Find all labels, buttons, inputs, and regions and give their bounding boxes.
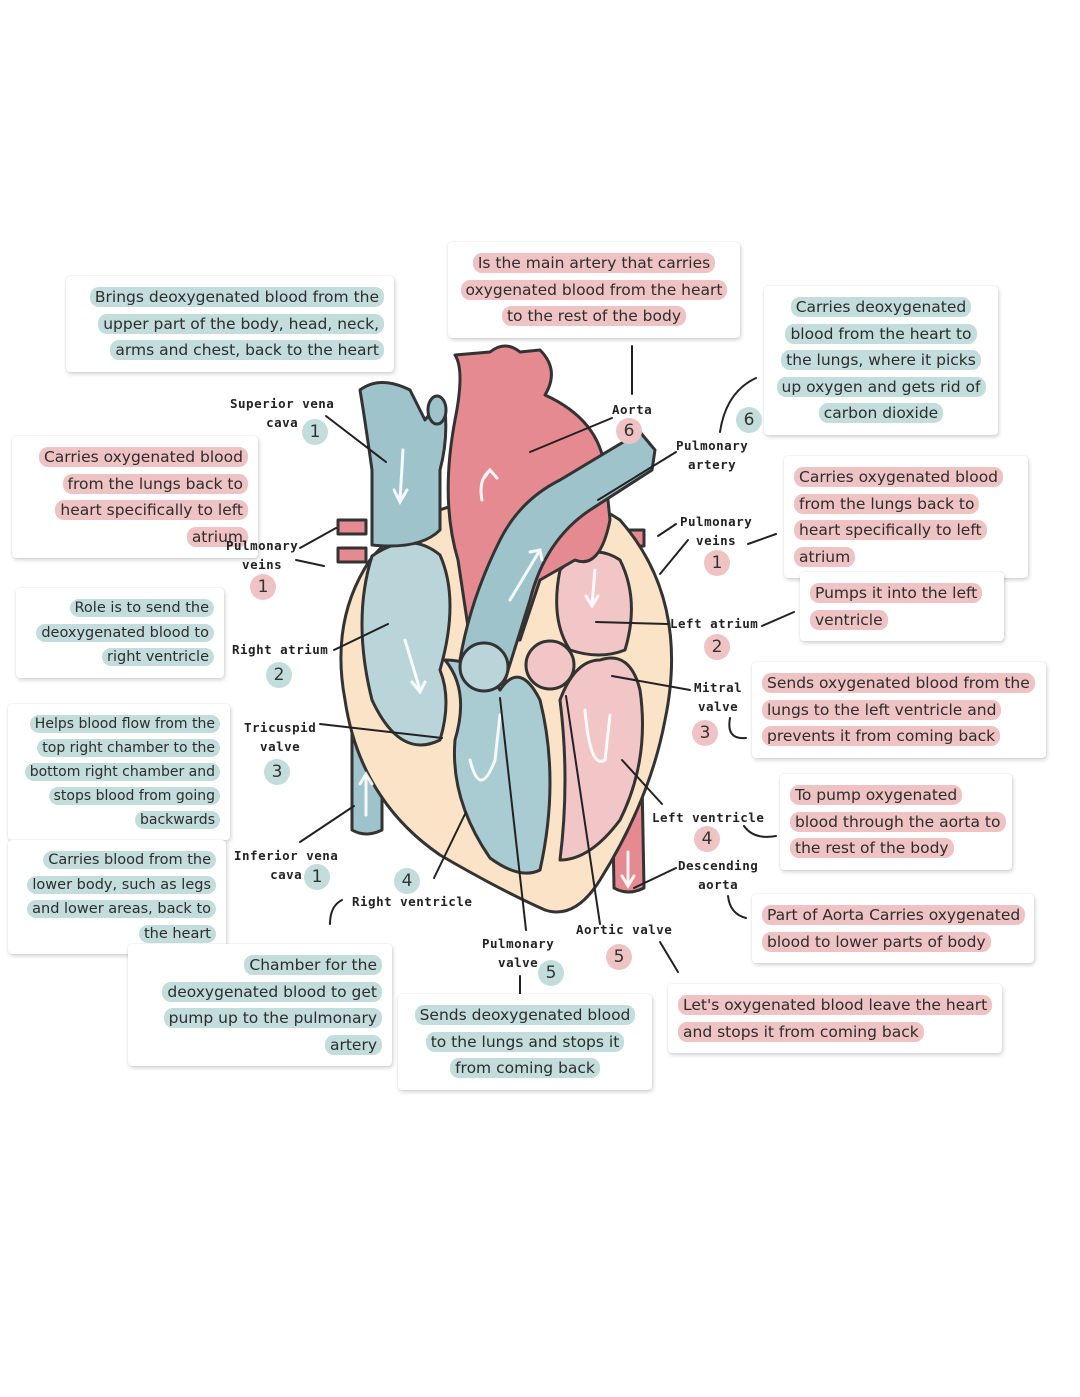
left-atrium-number: 2 (704, 634, 730, 660)
tricuspid-valve-number: 3 (264, 759, 290, 785)
tricuspid-valve-label: Tricuspid valve (244, 720, 317, 754)
leader-pvalve (499, 697, 527, 931)
aorta-note: Is the main artery that carries oxygenat… (448, 242, 740, 338)
leader-mitral-curve (728, 717, 747, 740)
right-ventricle-note: Chamber for the deoxygenated blood to ge… (128, 944, 392, 1066)
superior-vena-cava-label: Superior vena cava (230, 396, 335, 430)
leader-pv-right-c (747, 533, 777, 545)
pulmonary-artery-number: 6 (736, 407, 762, 433)
leader-mitral (611, 675, 691, 691)
right-atrium-number: 2 (266, 662, 292, 688)
aortic-valve-note: Let's oxygenated blood leave the heart a… (668, 984, 1002, 1053)
leader-aorta-2 (529, 417, 613, 453)
superior-vena-cava-note: Brings deoxygenated blood from the upper… (66, 276, 394, 372)
aortic-valve-label: Aortic valve (576, 922, 673, 937)
leader-pa-curve (719, 377, 757, 433)
flow-arrow-ra (403, 638, 427, 695)
flow-arrow-svc (392, 448, 409, 506)
leader-tricuspid (319, 723, 443, 739)
inferior-vena-cava-note: Carries blood from the lower body, such … (8, 840, 226, 954)
leader-pa (597, 451, 677, 501)
leader-lv-curve (743, 825, 777, 838)
leader-pv-left-a (299, 527, 337, 549)
superior-vena-cava-opening (426, 394, 448, 426)
left-atrium-note: Pumps it into the left ventricle (800, 572, 1004, 641)
inferior-vena-cava-label: Inferior vena cava (234, 848, 339, 882)
right-ventricle-label: Right ventricle (352, 894, 473, 909)
leader-la (595, 621, 669, 625)
pulmonary-veins-left-number: 1 (250, 574, 276, 600)
pulmonary-valve-label: Pulmonary valve (482, 936, 555, 970)
superior-vena-cava-number: 1 (302, 419, 328, 445)
pulmonary-vein-left-lower (336, 546, 368, 564)
descending-aorta-note: Part of Aorta Carries oxygenated blood t… (752, 894, 1034, 963)
mitral-valve-number: 3 (692, 720, 718, 746)
mitral-valve-note: Sends oxygenated blood from the lungs to… (752, 662, 1046, 758)
tricuspid-valve-note: Helps blood flow from the top right cham… (8, 704, 230, 840)
mitral-valve-label: Mitral valve (694, 680, 743, 714)
right-ventricle-number: 4 (394, 868, 420, 894)
flow-arrow-ivc (358, 771, 374, 817)
leader-pv-right-b (659, 539, 689, 575)
leader-pv-right-a (657, 523, 677, 537)
aortic-valve-shape (524, 639, 576, 691)
pulmonary-valve-note: Sends deoxygenated blood to the lungs an… (398, 994, 652, 1090)
leader-ra (333, 623, 389, 651)
flow-arrow-la (584, 568, 600, 609)
leader-desc-aorta-curve (727, 895, 747, 919)
pulmonary-vein-left-upper (336, 518, 368, 536)
flow-arrow-lv (583, 708, 612, 763)
pulmonary-valve-number: 5 (538, 960, 564, 986)
left-ventricle-label: Left ventricle (652, 810, 765, 825)
pulmonary-veins-right-note: Carries oxygenated blood from the lungs … (784, 456, 1028, 578)
inferior-vena-cava-number: 1 (304, 864, 330, 890)
flow-arrow-desc-aorta (620, 850, 636, 889)
pulmonary-veins-left-note: Carries oxygenated blood from the lungs … (12, 436, 258, 558)
leader-desc-aorta (633, 867, 677, 889)
flow-arrow-rv (468, 713, 502, 782)
leader-ivc (299, 805, 355, 843)
left-atrium-label: Left atrium (670, 616, 759, 631)
pulmonary-artery-label: Pulmonary artery (676, 438, 749, 472)
leader-rv-curve (329, 899, 343, 925)
leader-svc (325, 415, 387, 463)
pulmonary-veins-right-label: Pulmonary veins (680, 514, 753, 548)
flow-arrow-aorta (479, 467, 499, 502)
left-ventricle-number: 4 (694, 826, 720, 852)
pulmonary-veins-left-label: Pulmonary veins (226, 538, 299, 572)
pulmonary-valve-shape (458, 641, 510, 693)
aortic-valve-number: 5 (606, 944, 632, 970)
leader-rv (433, 811, 467, 879)
descending-aorta-label: Descending aorta (678, 858, 759, 892)
aorta-label: Aorta (612, 402, 653, 417)
right-atrium-label: Right atrium (232, 642, 329, 657)
flow-arrow-pa (508, 548, 544, 602)
pulmonary-veins-right-number: 1 (704, 550, 730, 576)
aorta-number: 6 (616, 418, 642, 444)
left-ventricle-chamber (558, 656, 644, 862)
leader-avalve-2 (659, 941, 679, 973)
pulmonary-artery-note: Carries deoxygenated blood from the hear… (764, 286, 998, 435)
leader-avalve (565, 695, 601, 925)
left-ventricle-note: To pump oxygenated blood through the aor… (780, 774, 1012, 870)
right-ventricle-chamber (443, 658, 552, 875)
leader-pv-left-b (295, 559, 325, 567)
leader-lv (621, 759, 663, 805)
right-atrium-note: Role is to send the deoxygenated blood t… (16, 588, 224, 678)
leader-la-2 (761, 611, 795, 627)
